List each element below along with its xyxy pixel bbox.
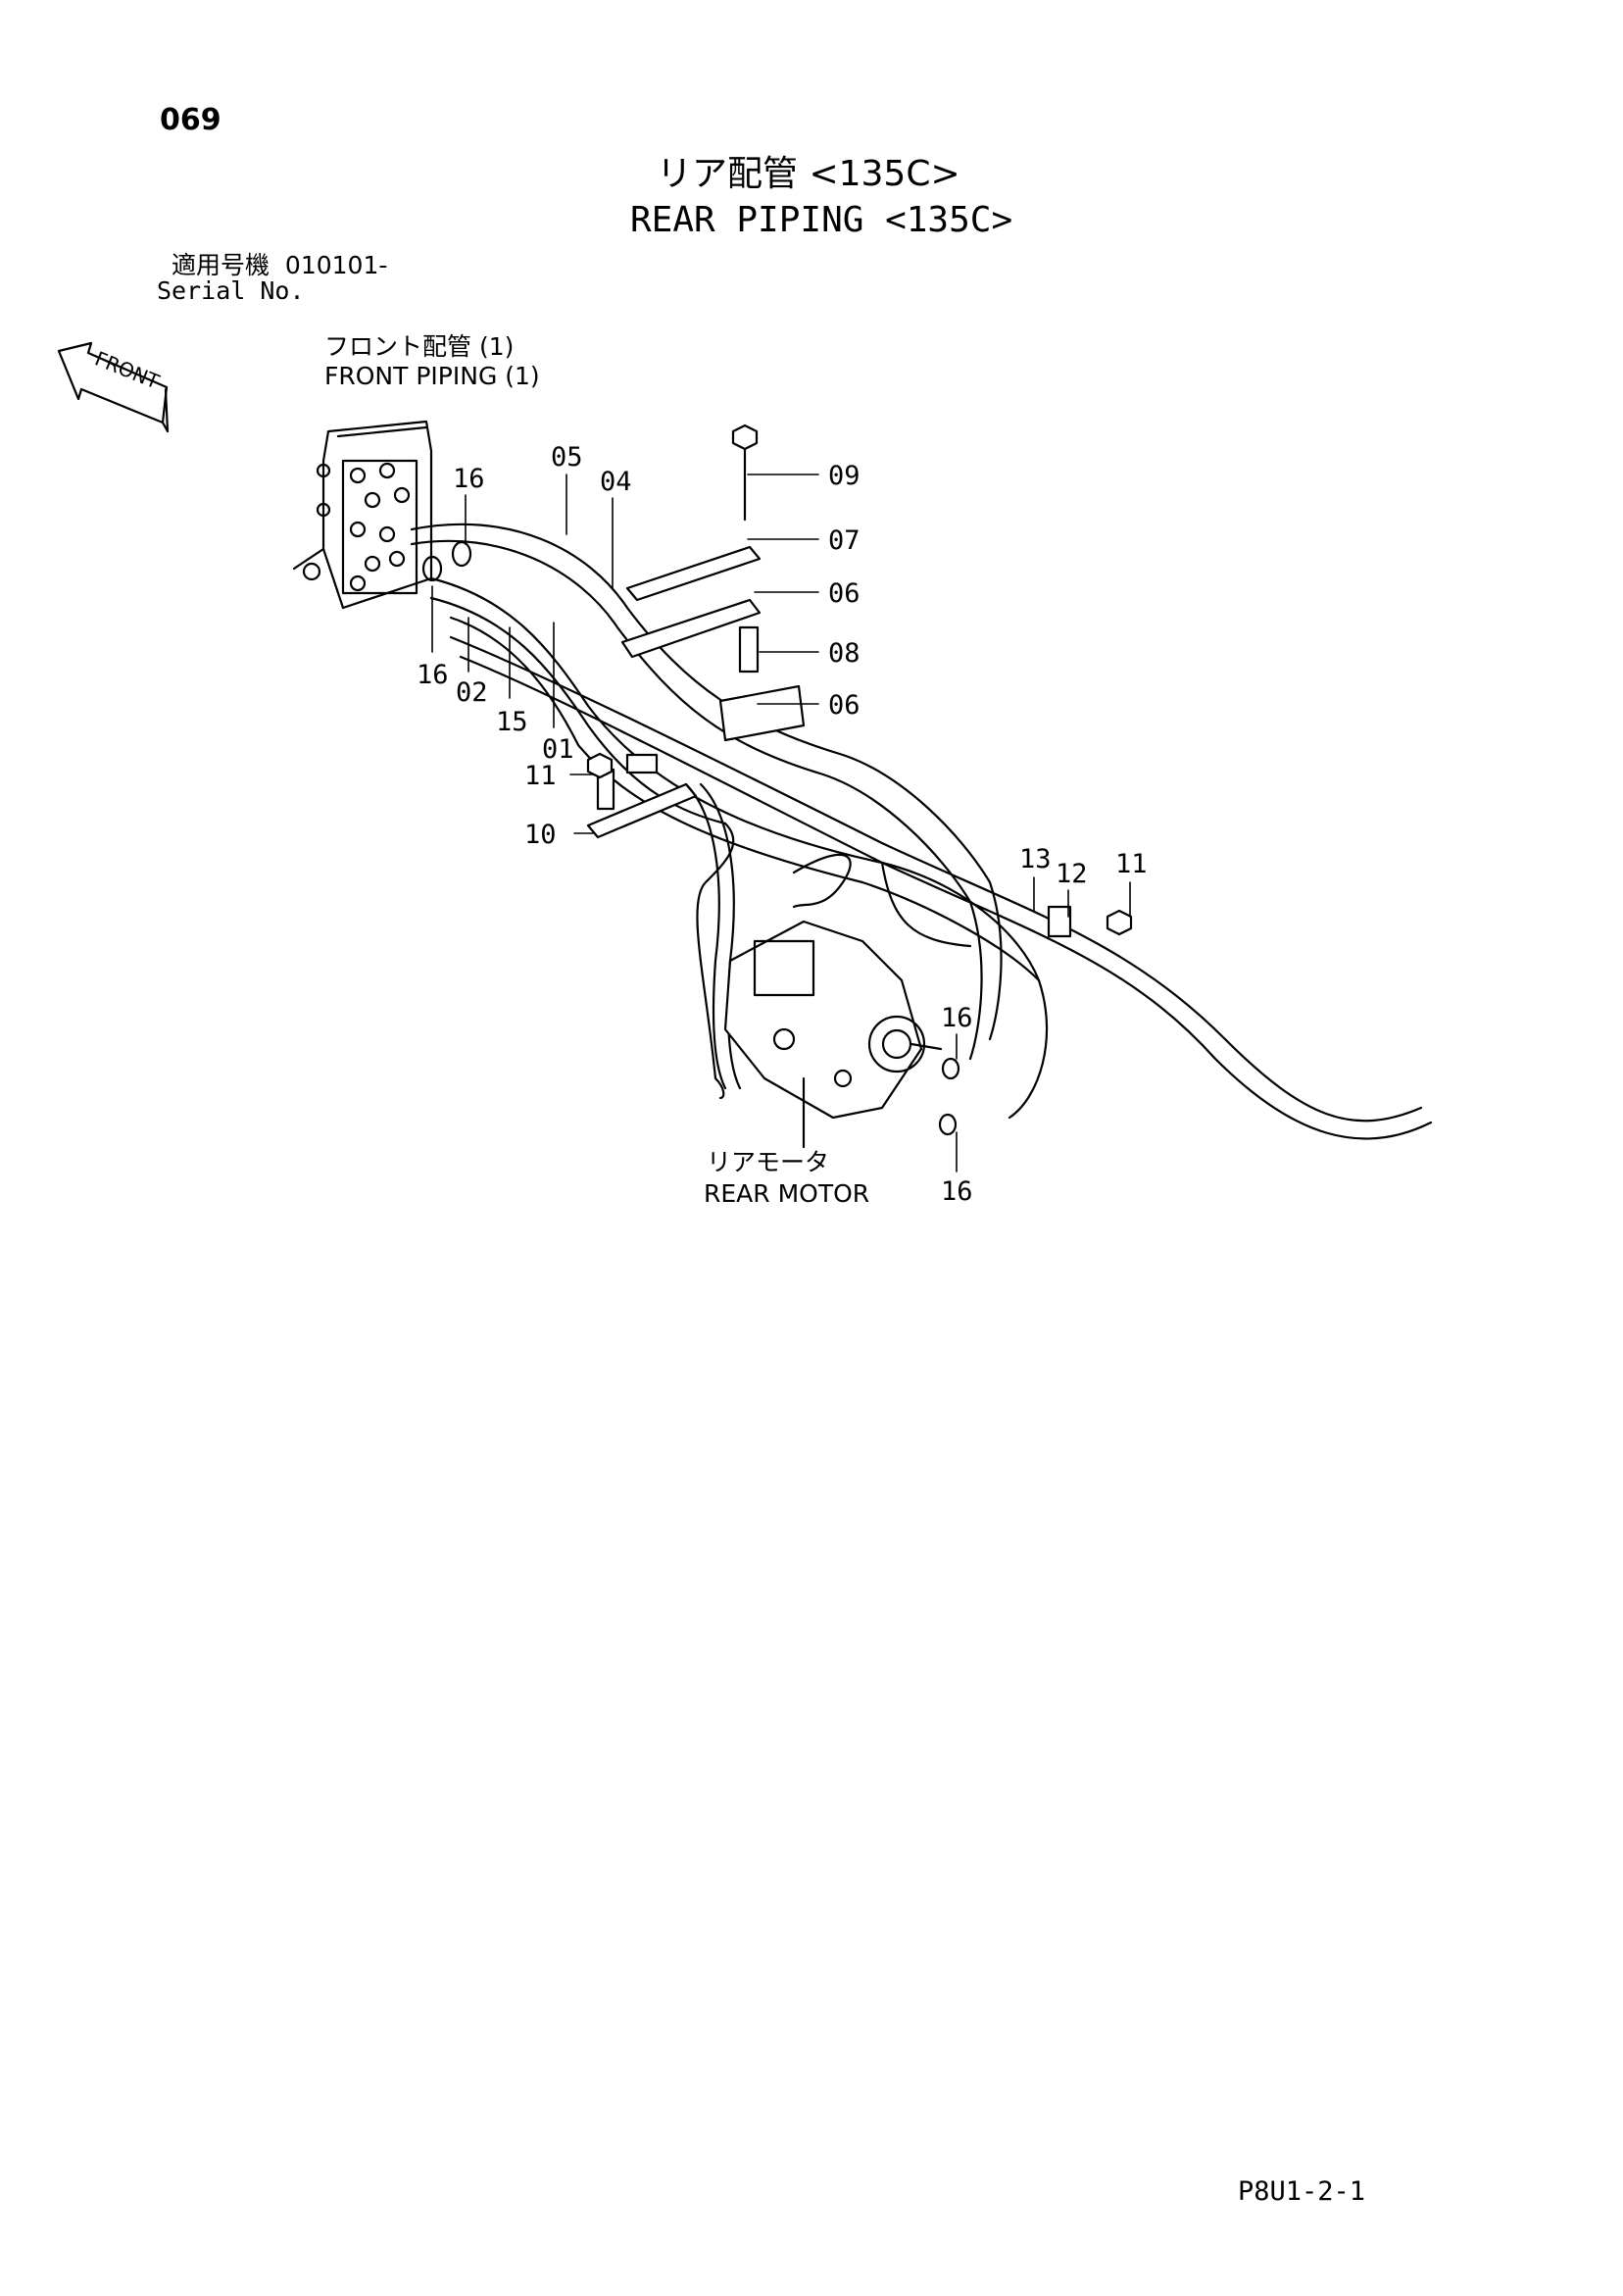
callout-10: 10 xyxy=(524,820,557,850)
callout-11-left: 11 xyxy=(524,761,557,791)
front-arrow-icon: FRONT xyxy=(57,341,170,433)
callout-01: 01 xyxy=(542,734,574,765)
callout-16-top: 16 xyxy=(453,464,485,494)
serial-value: 010101- xyxy=(284,251,388,279)
callout-06-upper: 06 xyxy=(828,578,861,609)
callout-02: 02 xyxy=(456,677,488,708)
front-piping-label-jp: フロント配管 (1) xyxy=(324,332,515,361)
callout-12: 12 xyxy=(1056,859,1088,889)
rear-motor-label-jp: リアモータ xyxy=(707,1148,830,1176)
callout-11-right: 11 xyxy=(1115,849,1148,879)
callout-07: 07 xyxy=(828,525,861,556)
serial-label-japanese: 適用号機 010101- xyxy=(172,253,387,277)
front-piping-label-en: FRONT PIPING (1) xyxy=(324,362,540,390)
callout-04: 04 xyxy=(600,467,632,497)
serial-label-jp: 適用号機 xyxy=(172,251,270,279)
o-rings xyxy=(421,540,960,1136)
callout-06-lower: 06 xyxy=(828,690,861,721)
callout-numbers: 09 07 06 08 06 05 04 16 16 02 15 01 11 1… xyxy=(417,442,1148,1207)
callout-13: 13 xyxy=(1019,844,1052,874)
callout-16-left: 16 xyxy=(417,660,449,690)
callout-09: 09 xyxy=(828,461,861,491)
rear-motor-label-en: REAR MOTOR xyxy=(704,1179,870,1208)
title-english: REAR PIPING <135C> xyxy=(630,200,1013,240)
callout-16-motor-upper: 16 xyxy=(941,1003,973,1033)
drawing-code: P8U1-2-1 xyxy=(1238,2176,1366,2207)
control-valve-block xyxy=(292,420,433,610)
serial-label-english: Serial No. xyxy=(157,276,305,305)
callout-16-motor-lower: 16 xyxy=(941,1176,973,1207)
rear-motor xyxy=(723,920,943,1149)
callout-08: 08 xyxy=(828,638,861,669)
page-number: 069 xyxy=(160,103,221,137)
title-japanese: リア配管 <135C> xyxy=(657,154,960,194)
callout-05: 05 xyxy=(551,442,583,473)
leader-lines xyxy=(431,474,1131,1173)
clamp-brackets xyxy=(586,424,1133,938)
callout-15: 15 xyxy=(496,707,528,737)
